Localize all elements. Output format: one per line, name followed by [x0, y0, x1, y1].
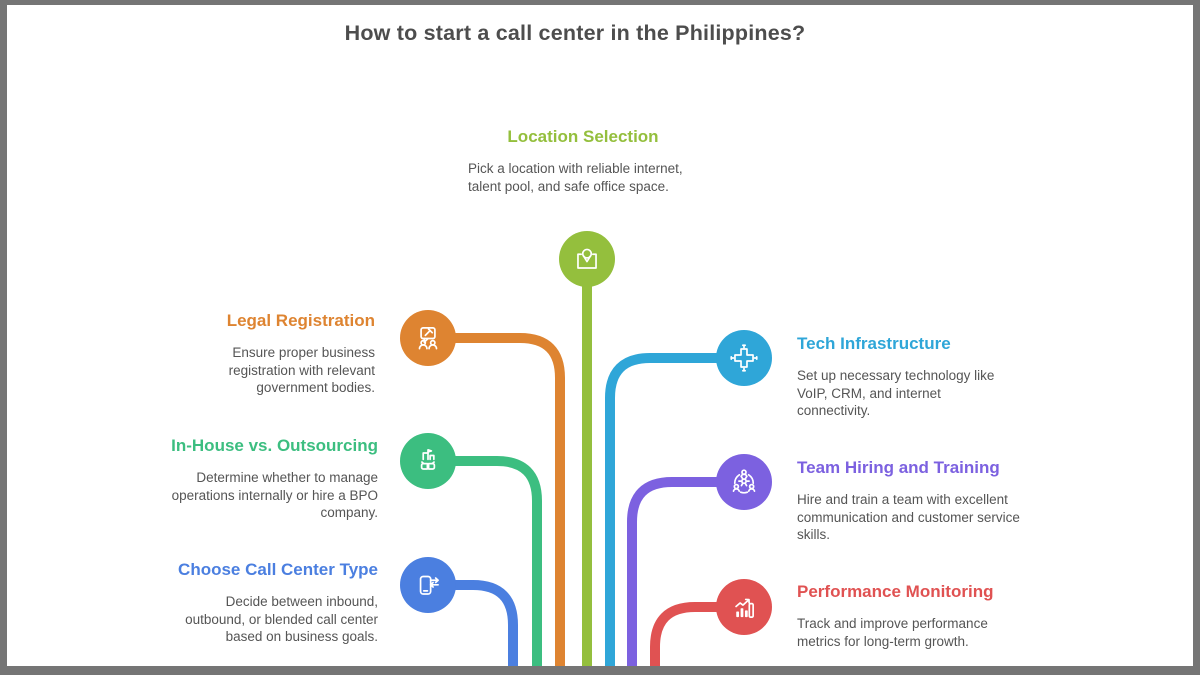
step-title: Team Hiring and Training	[797, 458, 1000, 477]
step-inhouse-outsourcing: In-House vs. Outsourcing Determine wheth…	[138, 435, 378, 522]
step-description: Set up necessary technology like VoIP, C…	[797, 368, 995, 418]
connector-call-center-type	[428, 580, 518, 675]
phone-transfer-icon	[419, 575, 439, 595]
team-gear-icon	[732, 469, 756, 494]
step-description: Pick a location with reliable internet, …	[468, 161, 683, 194]
team-hiring-badge	[716, 454, 772, 510]
performance-monitoring-badge	[716, 579, 772, 635]
step-title: Location Selection	[507, 127, 659, 146]
step-title: Legal Registration	[226, 311, 375, 330]
connector-performance-monitoring	[650, 602, 744, 675]
step-location-selection: Location Selection Pick a location with …	[448, 126, 718, 195]
page-title: How to start a call center in the Philip…	[344, 21, 806, 45]
step-description: Hire and train a team with excellent com…	[797, 492, 1020, 542]
step-description: Ensure proper business registration with…	[228, 345, 375, 395]
network-node-icon	[730, 344, 758, 372]
step-title: Performance Monitoring	[797, 582, 994, 601]
step-legal-registration: Legal Registration Ensure proper busines…	[155, 310, 375, 397]
connector-legal-registration	[428, 333, 565, 675]
step-description: Determine whether to manage operations i…	[171, 470, 378, 520]
legal-registration-badge	[400, 310, 456, 366]
connector-inhouse-outsourcing	[428, 456, 542, 675]
step-performance-monitoring: Performance Monitoring Track and improve…	[797, 581, 1037, 650]
step-title: Choose Call Center Type	[178, 560, 378, 579]
step-tech-infrastructure: Tech Infrastructure Set up necessary tec…	[797, 333, 1037, 420]
connector-team-hiring	[627, 477, 744, 675]
step-description: Decide between inbound, outbound, or ble…	[185, 594, 378, 644]
call-center-type-badge	[400, 557, 456, 613]
step-team-hiring-training: Team Hiring and Training Hire and train …	[797, 457, 1042, 544]
step-description: Track and improve performance metrics fo…	[797, 616, 988, 649]
map-location-pin-icon	[577, 248, 597, 269]
tech-infrastructure-badge	[716, 330, 772, 386]
location-selection-badge	[559, 231, 615, 287]
gavel-discussion-icon	[418, 327, 438, 350]
growth-chart-icon	[735, 598, 754, 618]
connector-tech-infrastructure	[605, 353, 744, 675]
inhouse-outsourcing-badge	[400, 433, 456, 489]
step-title: In-House vs. Outsourcing	[171, 436, 378, 455]
step-title: Tech Infrastructure	[797, 334, 951, 353]
building-handshake-icon	[420, 448, 436, 470]
step-call-center-type: Choose Call Center Type Decide between i…	[138, 559, 378, 646]
